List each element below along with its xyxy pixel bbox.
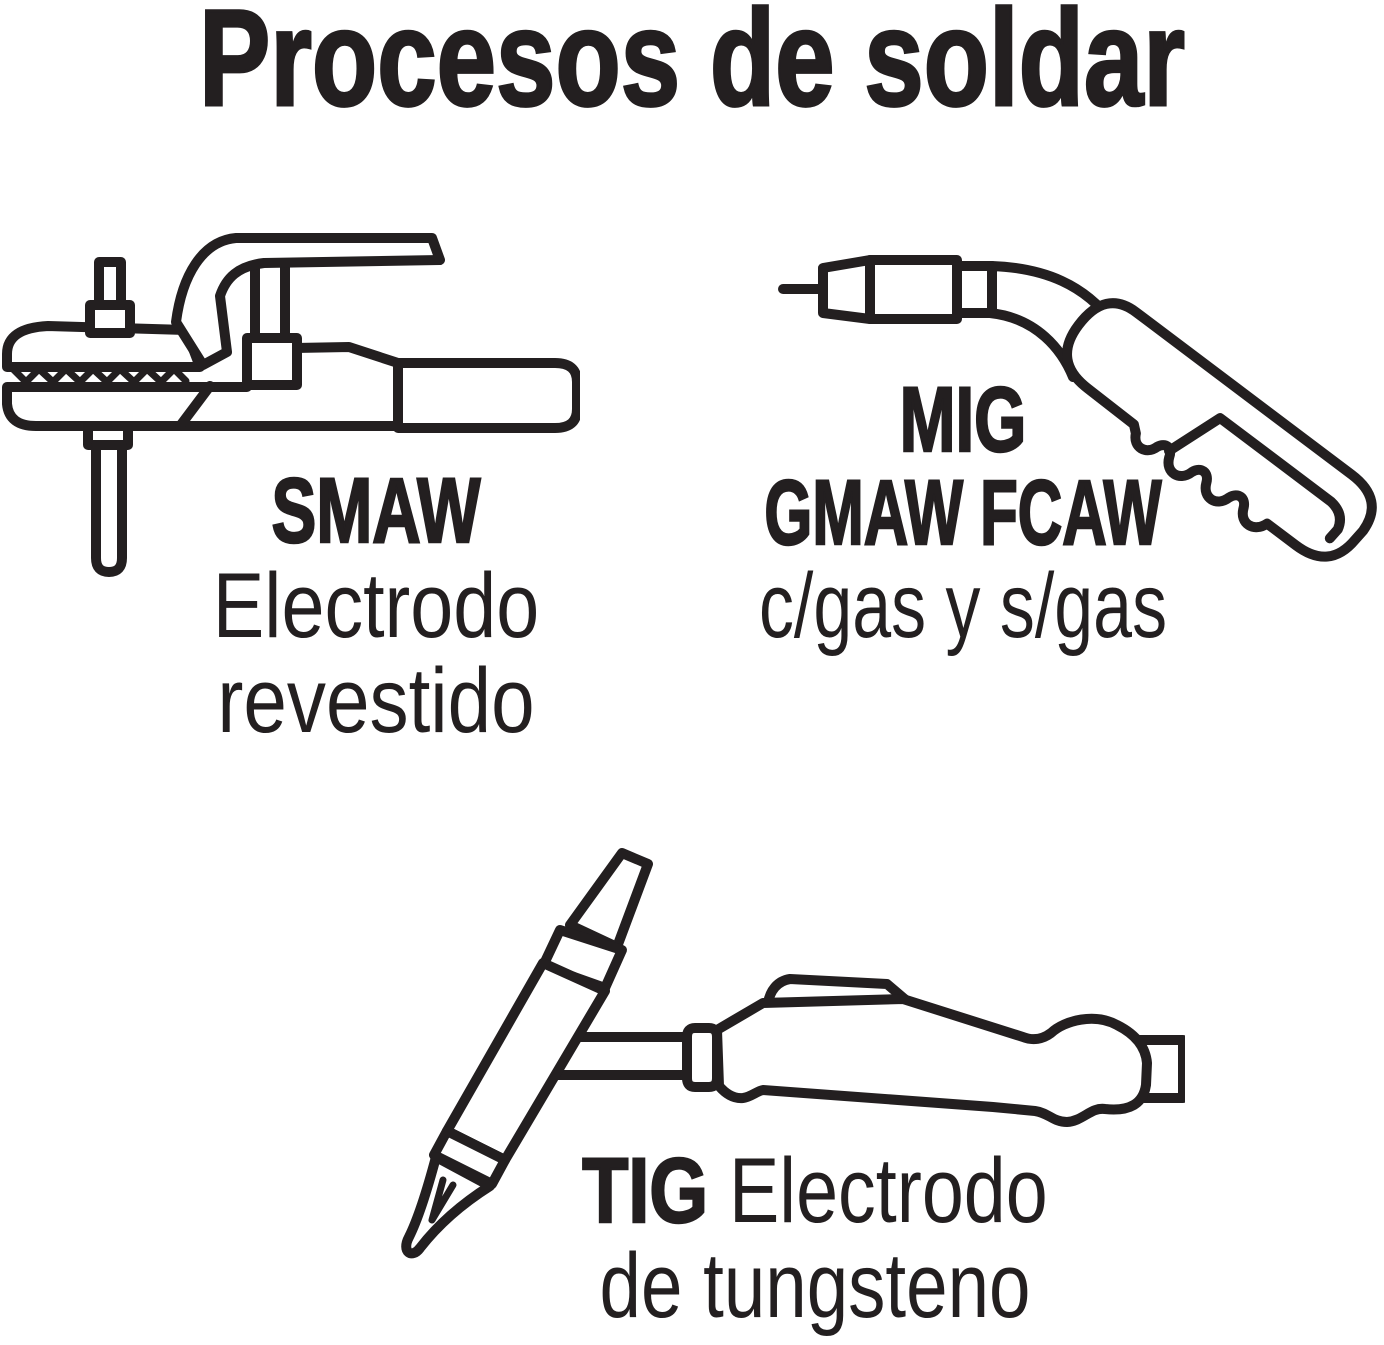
smaw-detail-2: revestido: [217, 650, 535, 752]
page-title: Procesos de soldar: [0, 0, 1384, 135]
tig-torch-icon: [401, 848, 1185, 1259]
tig-code: TIG: [581, 1140, 709, 1242]
page-title-text: Procesos de soldar: [198, 0, 1186, 135]
mig-label: MIG GMAW FCAW c/gas y s/gas: [663, 369, 1263, 657]
mig-gun-icon: [778, 255, 1377, 562]
tig-detail-1: Electrodo: [728, 1140, 1048, 1242]
smaw-label: SMAW Electrodo revestido: [76, 460, 676, 752]
tig-label: TIG Electrodo de tungsteno: [515, 1142, 1115, 1337]
smaw-code: SMAW: [271, 460, 482, 562]
tig-line-1: TIG Electrodo: [569, 1142, 1061, 1240]
smaw-electrode-holder-icon: [2, 233, 580, 577]
mig-detail-1: c/gas y s/gas: [758, 555, 1168, 657]
smaw-detail-1: Electrodo: [212, 555, 540, 657]
tig-detail-2: de tungsteno: [599, 1235, 1031, 1337]
mig-code: MIG: [899, 369, 1028, 471]
mig-code-2: GMAW FCAW: [764, 462, 1163, 564]
